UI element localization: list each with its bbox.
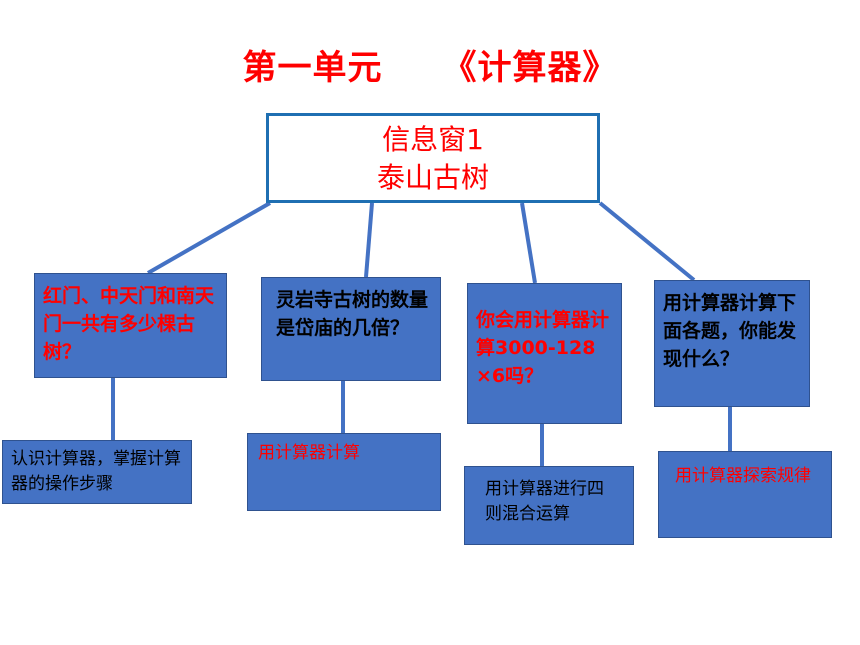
question-node-4: 用计算器计算下面各题，你能发现什么？ xyxy=(654,280,810,407)
answer-text: 用计算器探索规律 xyxy=(675,466,811,486)
answer-node-2: 用计算器计算 xyxy=(247,433,441,511)
question-node-1: 红门、中天门和南天门一共有多少棵古树？ xyxy=(34,273,227,378)
question-text: 用计算器计算下面各题，你能发现什么？ xyxy=(663,292,797,370)
answer-text: 用计算器计算 xyxy=(258,443,360,463)
connector-root-q4 xyxy=(598,201,696,282)
connector-root-q3 xyxy=(520,202,537,284)
question-text: 红门、中天门和南天门一共有多少棵古树？ xyxy=(43,285,215,363)
page-title: 第一单元 《计算器》 xyxy=(0,40,860,89)
root-node: 信息窗1 泰山古树 xyxy=(266,113,600,203)
title-book: 《计算器》 xyxy=(442,48,618,88)
answer-text: 用计算器进行四则混合运算 xyxy=(485,479,604,524)
question-text: 你会用计算器计算3000-128 ×6吗？ xyxy=(476,309,610,387)
connector-root-q1 xyxy=(147,201,271,275)
question-text: 灵岩寺古树的数量是岱庙的几倍？ xyxy=(276,289,429,339)
root-title: 信息窗1 xyxy=(382,123,484,156)
title-unit: 第一单元 xyxy=(242,48,383,88)
question-node-3: 你会用计算器计算3000-128 ×6吗？ xyxy=(467,283,622,424)
question-node-2: 灵岩寺古树的数量是岱庙的几倍？ xyxy=(261,277,441,381)
connector-root-q2 xyxy=(364,202,374,278)
answer-node-1: 认识计算器，掌握计算器的操作步骤 xyxy=(2,440,192,504)
root-subtitle: 泰山古树 xyxy=(376,161,489,194)
answer-node-4: 用计算器探索规律 xyxy=(658,451,832,538)
answer-text: 认识计算器，掌握计算器的操作步骤 xyxy=(11,449,181,494)
answer-node-3: 用计算器进行四则混合运算 xyxy=(464,466,634,545)
